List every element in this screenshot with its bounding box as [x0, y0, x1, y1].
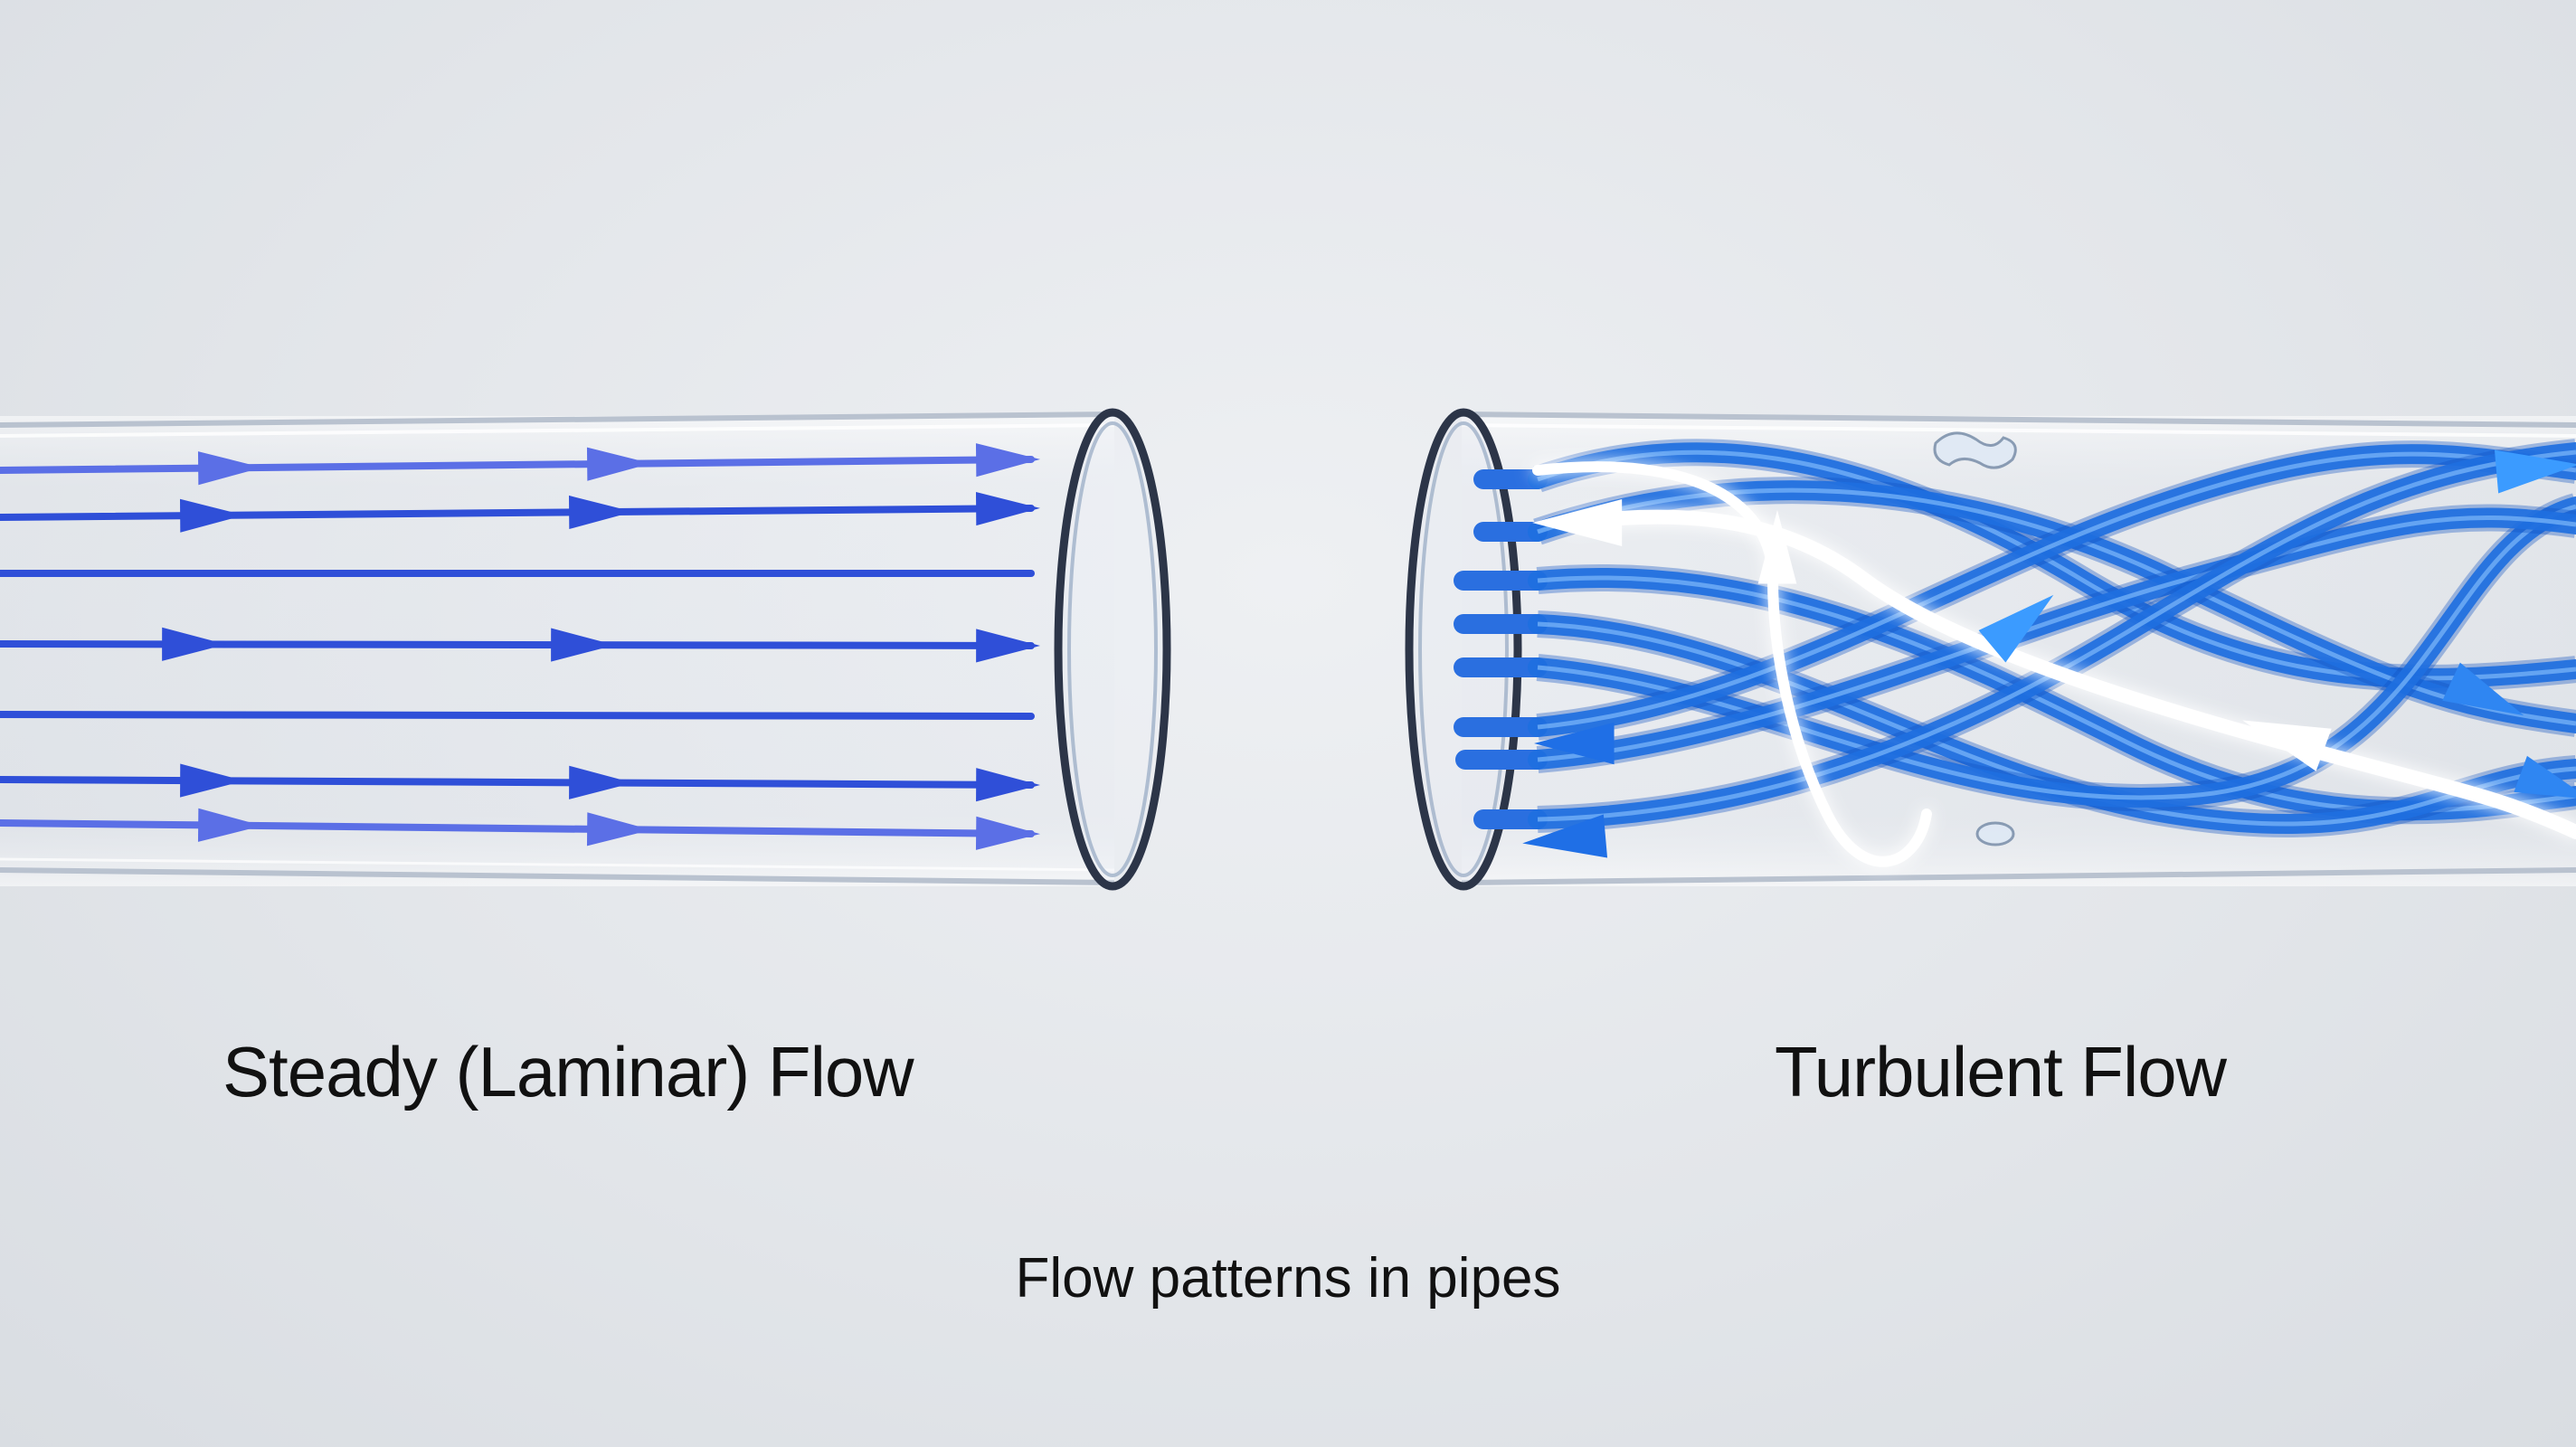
laminar-arrowhead [976, 629, 1040, 663]
turbulent-arrowhead [2242, 720, 2332, 771]
laminar-streamline [0, 711, 1035, 720]
laminar-pipe [0, 408, 1171, 891]
laminar-streamline [0, 819, 1035, 837]
turbulent-arrowhead [2494, 449, 2576, 494]
laminar-arrowhead [976, 768, 1040, 802]
laminar-arrowhead [197, 808, 262, 842]
laminar-arrowhead [568, 495, 633, 530]
turbulent-tube-highlight [1537, 451, 2576, 730]
laminar-streamline [0, 640, 1035, 649]
laminar-pipe-bottom-edge [0, 867, 1115, 885]
laminar-arrowhead [551, 628, 615, 662]
laminar-pipe-opening [1054, 408, 1171, 891]
turbulent-arrowhead [1978, 594, 2054, 663]
turbulent-glow-loop [1532, 461, 1932, 867]
turbulent-tube-highlight [1537, 504, 2576, 800]
turbulent-pipe-bottom-edge [1461, 867, 2576, 885]
laminar-streamline [0, 505, 1035, 521]
laminar-arrowhead [975, 491, 1040, 526]
laminar-arrowhead [569, 765, 633, 799]
turbulent-flow-label: Turbulent Flow [1775, 1032, 2227, 1111]
laminar-arrowhead [975, 443, 1040, 478]
turbulent-arrowhead [2442, 662, 2524, 716]
turbulent-pipe [1405, 408, 2576, 891]
laminar-flow-label: Steady (Laminar) Flow [223, 1032, 914, 1111]
water-droplets [1933, 431, 2017, 846]
laminar-arrowhead [162, 627, 226, 661]
laminar-arrowhead [586, 447, 651, 481]
turbulent-arrowhead [1532, 499, 1623, 546]
turbulent-arrowhead [1757, 510, 1797, 584]
laminar-streamline [0, 456, 1035, 474]
turbulent-arrowhead [2514, 755, 2576, 799]
laminar-arrowhead [180, 763, 244, 798]
turbulent-pipe-top-edge [1461, 411, 2576, 428]
laminar-streamlines [0, 443, 1040, 850]
turbulent-tube-highlight [1537, 515, 2576, 762]
turbulent-arrowhead [1534, 722, 1615, 765]
turbulent-tube-highlight [1537, 449, 2576, 822]
turbulent-glow-streak [1567, 509, 2576, 839]
laminar-streamline [0, 776, 1035, 789]
laminar-arrowhead [586, 812, 651, 846]
laminar-arrowhead [197, 451, 262, 486]
laminar-pipe-top-edge [0, 411, 1115, 428]
diagram-caption: Flow patterns in pipes [1015, 1247, 1561, 1310]
laminar-arrowhead [179, 498, 244, 533]
turbulent-inlet-stubs [1454, 469, 1548, 829]
turbulent-arrowhead [1522, 814, 1608, 858]
turbulent-streamlines [1522, 439, 2576, 867]
laminar-arrowhead [975, 816, 1040, 850]
